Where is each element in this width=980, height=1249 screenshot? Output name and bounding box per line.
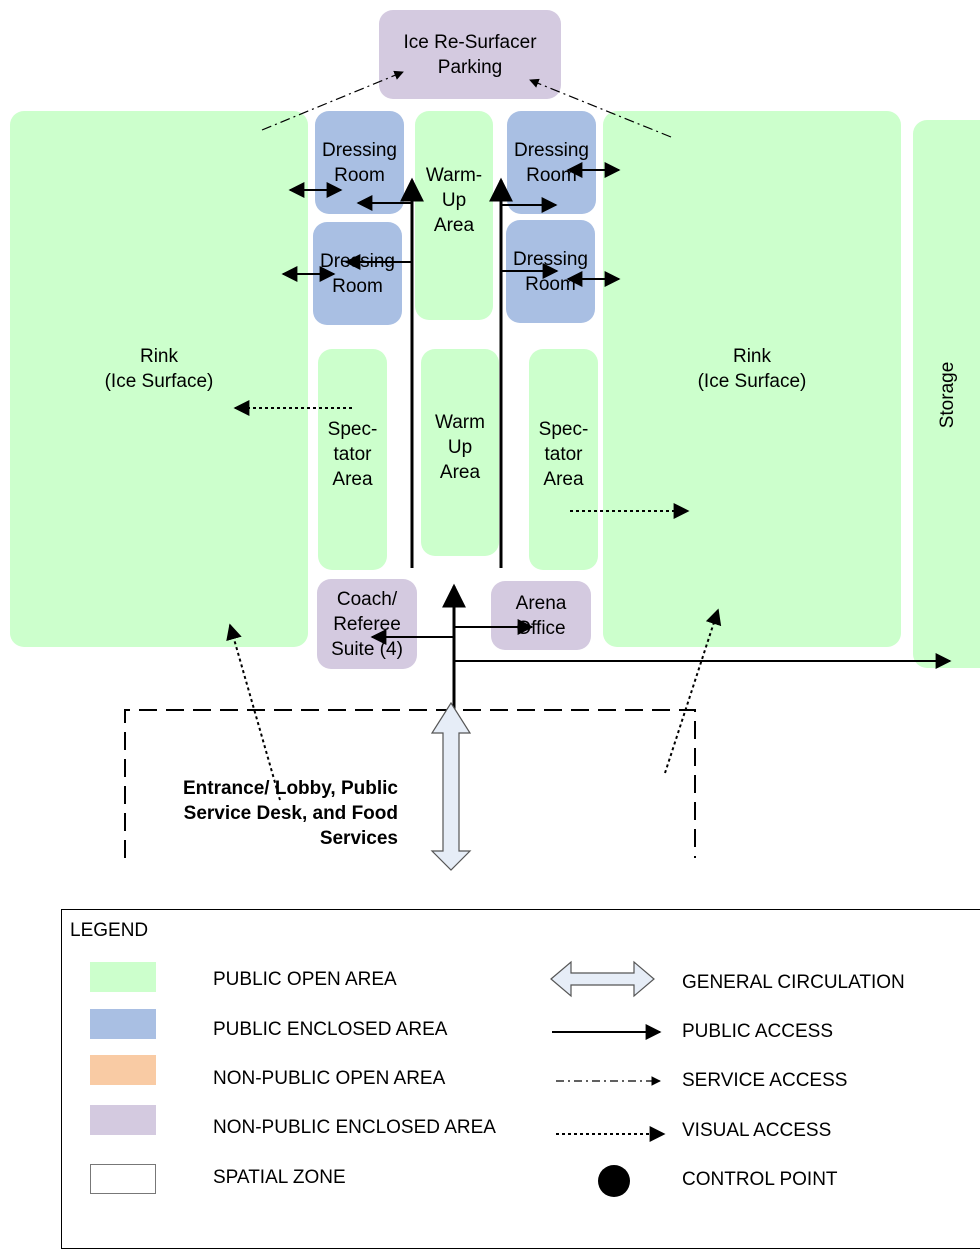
spectator-area-left: Spec- tator Area xyxy=(318,349,387,570)
spatial-zone-lobby xyxy=(124,709,696,858)
legend-label-public-open: PUBLIC OPEN AREA xyxy=(213,969,397,990)
spatial-zone-swatch xyxy=(90,1164,156,1194)
coach-referee-suite: Coach/ Referee Suite (4) xyxy=(317,579,417,669)
legend-label-public-enclosed: PUBLIC ENCLOSED AREA xyxy=(213,1019,448,1040)
legend-label-public-access: PUBLIC ACCESS xyxy=(682,1021,833,1042)
legend-box: LEGEND PUBLIC OPEN AREA PUBLIC ENCLOSED … xyxy=(61,909,980,1249)
legend-label-general-circulation: GENERAL CIRCULATION xyxy=(682,972,905,993)
non-public-enclosed-area-swatch xyxy=(90,1105,156,1135)
spectator-area-right: Spec- tator Area xyxy=(529,349,598,570)
visual-access-lobby-right xyxy=(664,608,722,774)
arena-office: Arena Office xyxy=(491,581,591,650)
warm-up-area-top: Warm- Up Area xyxy=(415,111,493,320)
rink-left: Rink (Ice Surface) xyxy=(10,111,308,647)
public-enclosed-area-swatch xyxy=(90,1009,156,1039)
legend-label-control-point: CONTROL POINT xyxy=(682,1169,838,1190)
legend-label-spatial-zone: SPATIAL ZONE xyxy=(213,1167,346,1188)
rink-right: Rink (Ice Surface) xyxy=(603,111,901,647)
legend-label-service-access: SERVICE ACCESS xyxy=(682,1070,848,1091)
ice-resurfacer-parking: Ice Re-Surfacer Parking xyxy=(379,10,561,99)
general-circulation-arrow xyxy=(430,701,472,871)
visual-access-lobby-left xyxy=(226,623,281,801)
storage-area xyxy=(913,120,980,668)
public-open-area-swatch xyxy=(90,962,156,992)
non-public-open-area-swatch xyxy=(90,1055,156,1085)
legend-label-non-public-enclosed: NON-PUBLIC ENCLOSED AREA xyxy=(213,1117,496,1138)
legend-label-visual-access: VISUAL ACCESS xyxy=(682,1120,832,1141)
service-access-line-right xyxy=(529,78,672,138)
legend-icons xyxy=(550,960,666,1197)
double-arrow-icon xyxy=(550,960,655,998)
legend-title: LEGEND xyxy=(70,920,149,941)
warm-up-area-middle: Warm Up Area xyxy=(421,349,499,556)
filled-circle-icon xyxy=(598,1165,630,1197)
service-access-line-left xyxy=(261,70,404,131)
legend-label-non-public-open: NON-PUBLIC OPEN AREA xyxy=(213,1068,446,1089)
entrance-lobby-label: Entrance/ Lobby, Public Service Desk, an… xyxy=(182,778,398,849)
